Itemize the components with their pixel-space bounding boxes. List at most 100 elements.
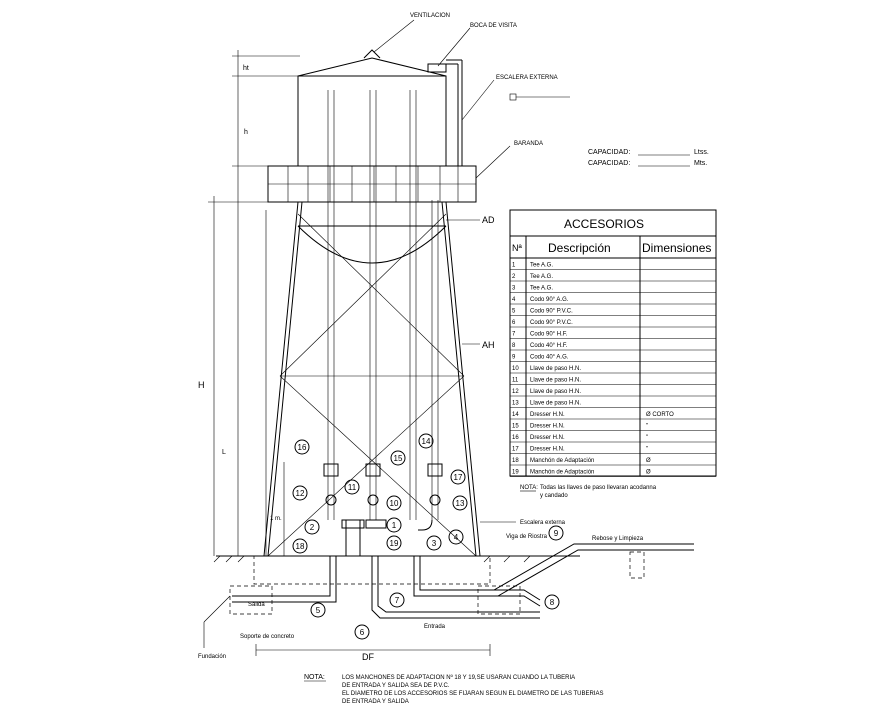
callout-12: 12 xyxy=(292,485,308,501)
bottom-note-line2: DE ENTRADA Y SALIDA SEA DE P.V.C. xyxy=(342,683,450,689)
label-boca-visita: BOCA DE VISITA xyxy=(470,23,517,29)
table-cell-desc: Tee A.G. xyxy=(530,263,553,269)
label-escalera-externa-bottom: Escalera externa xyxy=(520,520,566,526)
table-cell-desc: Dresser H.N. xyxy=(530,424,565,430)
table-cell-desc: Codo 90° P.V.C. xyxy=(530,320,573,326)
table-cell-desc: Codo 40° A.G. xyxy=(530,355,569,361)
svg-text:3: 3 xyxy=(432,539,437,548)
callout-19: 19 xyxy=(386,535,402,551)
table-cell-desc: Tee A.G. xyxy=(530,274,553,280)
label-escalera-externa-top: ESCALERA EXTERNA xyxy=(496,75,558,81)
table-cell-no: 19 xyxy=(512,470,519,476)
table-note-line1: Todas las llaves de paso llevaran acodan… xyxy=(540,485,657,491)
callout-5: 5 xyxy=(310,602,326,618)
table-cell-no: 9 xyxy=(512,355,516,361)
label-h: h xyxy=(244,129,248,136)
diagram-labels: VENTILACION BOCA DE VISITA ESCALERA EXTE… xyxy=(198,13,644,662)
label-ht: ht xyxy=(243,65,249,72)
table-col-desc: Descripción xyxy=(548,241,611,255)
table-cell-no: 5 xyxy=(512,309,516,315)
svg-text:11: 11 xyxy=(348,483,357,492)
table-note-line2: y candado xyxy=(540,493,568,499)
callout-13: 13 xyxy=(452,495,468,511)
table-cell-no: 18 xyxy=(512,458,519,464)
table-cell-desc: Manchón de Adaptación xyxy=(530,458,594,464)
bottom-note-line4: DE ENTRADA Y SALIDA xyxy=(342,699,409,705)
callout-6: 6 xyxy=(354,624,370,640)
table-cell-no: 16 xyxy=(512,435,519,441)
label-L: L xyxy=(222,449,226,456)
table-cell-no: 12 xyxy=(512,389,519,395)
callout-17: 17 xyxy=(450,469,466,485)
svg-text:2: 2 xyxy=(310,523,315,532)
table-cell-no: 3 xyxy=(512,286,516,292)
callout-10: 10 xyxy=(386,495,402,511)
table-cell-no: 2 xyxy=(512,274,516,280)
table-col-dim: Dimensiones xyxy=(642,241,711,255)
svg-text:5: 5 xyxy=(316,606,321,615)
svg-text:14: 14 xyxy=(422,437,431,446)
table-cell-no: 1 xyxy=(512,263,516,269)
capacity-label-2: CAPACIDAD: xyxy=(588,160,630,167)
table-cell-no: 17 xyxy=(512,447,519,453)
callout-16: 16 xyxy=(294,439,310,455)
support-tower xyxy=(213,201,580,615)
svg-text:19: 19 xyxy=(390,539,399,548)
callout-15: 15 xyxy=(390,450,406,466)
callout-11: 11 xyxy=(344,479,360,495)
table-cell-dim: " xyxy=(646,447,648,453)
table-cell-dim: Ø xyxy=(646,458,651,464)
table-cell-desc: Llave de paso H.N. xyxy=(530,378,581,384)
capacity-label-1: CAPACIDAD: xyxy=(588,149,630,156)
label-entrada: Entrada xyxy=(424,624,446,630)
label-baranda: BARANDA xyxy=(514,141,543,147)
svg-text:16: 16 xyxy=(298,443,307,452)
callout-14: 14 xyxy=(418,433,434,449)
callout-18: 18 xyxy=(292,538,308,554)
riser-pipes xyxy=(232,90,694,619)
table-cell-desc: Manchón de Adaptación xyxy=(530,470,594,476)
table-cell-desc: Dresser H.N. xyxy=(530,412,565,418)
table-cell-desc: Codo 40° H.F. xyxy=(530,343,568,349)
callout-8: 8 xyxy=(544,594,560,610)
table-note-label: NOTA: xyxy=(520,485,538,491)
table-cell-desc: Codo 90° A.G. xyxy=(530,297,569,303)
svg-text:17: 17 xyxy=(454,473,463,482)
leader-lines xyxy=(203,19,570,648)
label-df: DF xyxy=(362,652,374,662)
svg-text:9: 9 xyxy=(554,529,559,538)
table-title: ACCESORIOS xyxy=(564,217,644,231)
label-viga-riostra: Viga de Riostra xyxy=(506,534,548,540)
svg-text:10: 10 xyxy=(390,499,399,508)
table-cell-dim: Ø xyxy=(646,470,651,476)
callout-4: 4 xyxy=(448,529,464,545)
svg-text:1: 1 xyxy=(392,521,397,530)
svg-text:4: 4 xyxy=(454,533,459,542)
svg-text:15: 15 xyxy=(394,454,403,463)
table-cell-no: 15 xyxy=(512,424,519,430)
table-cell-desc: Llave de paso H.N. xyxy=(530,389,581,395)
callout-3: 3 xyxy=(426,535,442,551)
svg-text:8: 8 xyxy=(550,598,555,607)
label-salida: Salida xyxy=(248,602,265,608)
capacity-unit-2: Mts. xyxy=(694,160,707,167)
table-cell-no: 13 xyxy=(512,401,519,407)
bottom-note-line1: LOS MANCHONES DE ADAPTACION Nº 18 Y 19,S… xyxy=(342,674,575,681)
table-cell-no: 14 xyxy=(512,412,519,418)
callouts: 1 2 3 4 5 6 7 8 9 10 11 12 13 14 15 16 1… xyxy=(292,433,564,640)
label-rebose: Rebose y Limpieza xyxy=(592,536,644,542)
table-cell-desc: Codo 90° P.V.C. xyxy=(530,309,573,315)
label-fundacion: Fundación xyxy=(198,654,226,660)
table-cell-desc: Dresser H.N. xyxy=(530,447,565,453)
svg-text:12: 12 xyxy=(296,489,305,498)
table-cell-no: 10 xyxy=(512,366,519,372)
svg-text:13: 13 xyxy=(456,499,465,508)
tank xyxy=(267,49,477,264)
table-cell-desc: Codo 90° H.F. xyxy=(530,332,568,338)
callout-9: 9 xyxy=(548,525,564,541)
table-cell-desc: Dresser H.N. xyxy=(530,435,565,441)
capacity-block: CAPACIDAD: Ltss. CAPACIDAD: Mts. xyxy=(588,149,709,167)
table-cell-no: 6 xyxy=(512,320,516,326)
label-one-m: 1 m. xyxy=(270,516,282,522)
table-cell-no: 8 xyxy=(512,343,516,349)
